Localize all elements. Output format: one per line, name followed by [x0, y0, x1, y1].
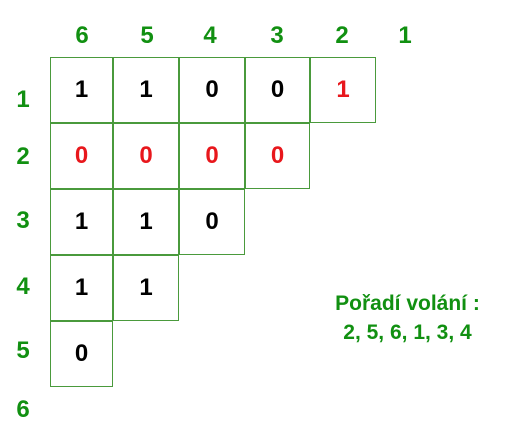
- column-label: 4: [203, 22, 217, 49]
- row-label: 2: [16, 143, 30, 170]
- column-label: 5: [140, 22, 154, 49]
- row-label: 6: [16, 396, 30, 423]
- cell: 0: [179, 57, 245, 123]
- row-label: 4: [16, 273, 30, 300]
- cell: 1: [50, 255, 113, 321]
- cell-highlighted: 0: [50, 123, 113, 189]
- cell-highlighted: 1: [310, 57, 376, 123]
- cell-highlighted: 0: [245, 123, 310, 189]
- cell: 0: [179, 189, 245, 255]
- row-label: 3: [16, 207, 30, 234]
- cell: 1: [50, 57, 113, 123]
- cell: 1: [113, 189, 179, 255]
- call-order-sequence: 2, 5, 6, 1, 3, 4: [343, 321, 472, 344]
- column-label: 3: [270, 22, 284, 49]
- row-label: 1: [16, 86, 30, 113]
- cell: 1: [50, 189, 113, 255]
- cell: 1: [113, 57, 179, 123]
- cell-highlighted: 0: [179, 123, 245, 189]
- cell: 0: [245, 57, 310, 123]
- cell: 0: [50, 321, 113, 387]
- column-label: 1: [398, 22, 412, 49]
- call-order-title: Pořadí volání :: [335, 292, 480, 315]
- cell: 1: [113, 255, 179, 321]
- column-label: 6: [75, 22, 89, 49]
- call-order-note: Pořadí volání : 2, 5, 6, 1, 3, 4: [300, 289, 515, 347]
- column-label: 2: [335, 22, 349, 49]
- row-label: 5: [16, 337, 30, 364]
- cell-highlighted: 0: [113, 123, 179, 189]
